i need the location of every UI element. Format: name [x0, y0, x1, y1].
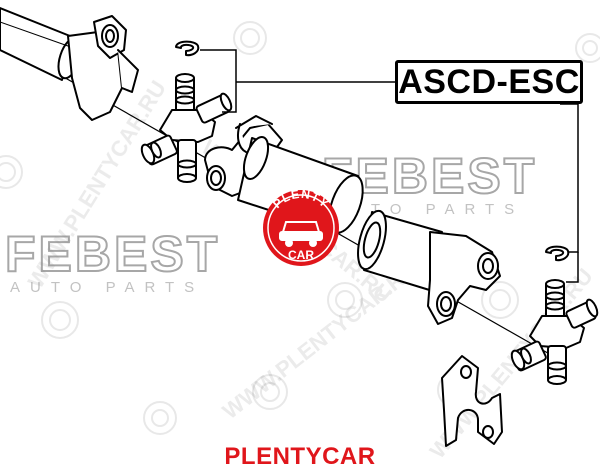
leader-line-left	[200, 49, 237, 113]
left-yoke	[67, 15, 139, 121]
leader-line-right	[560, 103, 579, 253]
right-ujoint-cross	[510, 279, 599, 385]
watermark-brand-left: FEBEST	[5, 226, 220, 282]
watermark-tagline-left: AUTO PARTS	[10, 279, 204, 296]
right-shaft-tube	[357, 209, 443, 293]
watermark-brand-left-group: FEBEST AUTO PARTS	[4, 225, 220, 296]
right-yoke	[427, 231, 501, 325]
stamp-car-icon	[279, 221, 323, 247]
watermark-site-2: WWW.PLENTYCAR.RU	[218, 257, 422, 424]
part-number-label: ASCD-ESC	[395, 60, 583, 104]
footer-brand-text: PLENTYCAR	[224, 443, 376, 470]
left-ujoint-cross	[140, 73, 233, 183]
left-snap-ring	[175, 40, 200, 57]
leader-line-right-lower	[566, 252, 579, 283]
center-bracket	[441, 355, 503, 447]
right-snap-ring	[545, 245, 570, 262]
stamp-bottom-text: CAR	[288, 248, 314, 262]
leader-lines	[200, 49, 579, 283]
plentycar-stamp: PLENTY CAR	[263, 187, 339, 266]
